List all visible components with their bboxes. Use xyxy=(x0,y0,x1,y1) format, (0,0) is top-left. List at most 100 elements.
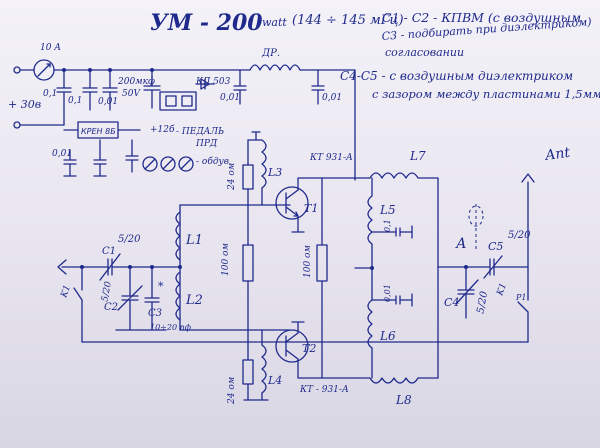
label-cap-01-a: 0,1 xyxy=(43,89,57,99)
cap-c2 xyxy=(121,266,139,331)
label-t1: T1 xyxy=(304,202,318,215)
label-cap-001-e: 0,01 xyxy=(322,93,342,103)
coil-l4 xyxy=(261,344,267,394)
label-l5: L5 xyxy=(379,203,396,217)
coil-l3 xyxy=(247,139,267,189)
t1-pins xyxy=(285,189,299,217)
label-ant: Ant xyxy=(542,145,571,165)
label-fan: - обдув xyxy=(196,156,229,167)
transistor-t1 xyxy=(275,186,309,220)
label-c1-val: 5/20 xyxy=(118,234,141,245)
label-cap-001-d: 0,01 xyxy=(220,93,240,103)
label-t1-type: КТ 931-А xyxy=(309,153,353,163)
relay-box xyxy=(159,91,197,111)
resistor-100-right xyxy=(316,244,328,282)
transistor-t2 xyxy=(275,329,309,363)
cap-001-b xyxy=(63,149,77,177)
cap-c5 xyxy=(489,258,529,276)
label-c4: C4 xyxy=(444,296,459,309)
label-l2: L2 xyxy=(185,293,203,308)
note-line-3: согласовании xyxy=(385,46,464,59)
resistor-24-bottom xyxy=(242,359,254,385)
note-line-4: C4-C5 - с воздушным диэлектриком xyxy=(340,69,573,83)
label-c3-val: 10÷20 пф xyxy=(150,323,191,332)
label-k1b: K1 xyxy=(495,282,509,298)
label-c3: C3 xyxy=(148,308,162,319)
coil-l7 xyxy=(369,172,439,179)
cap-001-c xyxy=(93,139,107,177)
note-line-5: с зазором между пластинами 1,5мм xyxy=(372,87,600,101)
label-cap-001-a: 0,01 xyxy=(98,97,118,107)
label-c5: C5 xyxy=(488,240,503,253)
cap-l5-decoupling xyxy=(371,225,413,239)
cap-c3 xyxy=(144,266,160,331)
title-main: УМ - 200 xyxy=(150,10,263,36)
label-cap-001-b: 0,01 xyxy=(52,149,72,159)
coil-l2 xyxy=(175,271,181,321)
label-t2-type: КТ - 931-А xyxy=(299,385,349,395)
label-p1: P1 xyxy=(515,293,526,302)
relay-contacts xyxy=(165,95,193,107)
input-connector-icon xyxy=(57,259,67,275)
label-fuse: 10 A xyxy=(40,43,61,53)
cap-plus12 xyxy=(125,139,139,173)
coil-l1 xyxy=(175,211,181,261)
label-c4-val: 5/20 xyxy=(475,290,490,315)
terminal-minus xyxy=(13,121,21,129)
fan-icon-1 xyxy=(142,156,158,172)
label-k1: K1 xyxy=(59,284,73,300)
cap-001-d xyxy=(233,69,247,105)
label-c-l5: 0,1 xyxy=(383,219,392,232)
coil-l6 xyxy=(367,277,373,379)
diode-icon xyxy=(195,78,215,90)
resistor-24-top xyxy=(242,164,254,190)
label-kren: КРЕН 8Б xyxy=(81,127,116,136)
label-t2: T2 xyxy=(302,342,316,355)
relay-k1-contact xyxy=(73,287,83,301)
label-c5-val: 5/20 xyxy=(508,230,531,241)
ground-top xyxy=(251,131,261,141)
label-point-a: А xyxy=(455,236,467,252)
resistor-100-left xyxy=(242,244,254,282)
cap-200uf xyxy=(143,69,161,109)
label-plus12: +12б xyxy=(150,124,175,135)
label-r-mid-left: 100 ом xyxy=(221,243,231,276)
label-l7: L7 xyxy=(409,149,426,163)
choke-out xyxy=(299,69,356,181)
cap-01-a xyxy=(56,69,72,111)
label-l1: L1 xyxy=(185,233,203,248)
label-choke: ДР. xyxy=(261,48,280,59)
title-unit: watt xyxy=(262,16,287,29)
label-c1: C1 xyxy=(102,246,116,257)
label-c2: C2 xyxy=(104,302,118,313)
t2-pins xyxy=(285,332,299,360)
cap-l6-decoupling xyxy=(371,293,413,307)
relay-k1-output xyxy=(517,266,529,343)
fan-icon-2 xyxy=(160,156,176,172)
cap-01-b xyxy=(82,69,98,111)
antenna-icon xyxy=(521,173,535,183)
label-pedal: - ПЕДАЛЬ xyxy=(176,127,224,137)
label-cap-200: 200мкф xyxy=(117,77,155,87)
cap-001-a xyxy=(102,69,118,111)
label-cap-01-b: 0,1 xyxy=(68,96,82,106)
cap-c4 xyxy=(457,266,475,319)
label-c-l6: 0,01 xyxy=(383,284,392,302)
label-l6: L6 xyxy=(379,329,396,343)
label-l4: L4 xyxy=(267,374,282,387)
coil-l8 xyxy=(369,377,439,384)
note-line-1: C1 - C2 - КПВМ (с воздушным xyxy=(382,10,581,25)
cap-001-e xyxy=(311,69,325,105)
label-r-top: 24 ом xyxy=(227,163,237,191)
cap-c1 xyxy=(81,258,181,276)
ground-t1 xyxy=(291,215,305,233)
label-ptt: ПРД xyxy=(195,139,218,149)
label-star: * xyxy=(158,280,164,293)
coil-l5 xyxy=(367,177,373,259)
label-cap-50v: 50V xyxy=(122,89,141,99)
ammeter-needle xyxy=(37,63,51,77)
terminal-plus xyxy=(13,66,21,74)
label-30v: + 30в xyxy=(8,98,41,111)
